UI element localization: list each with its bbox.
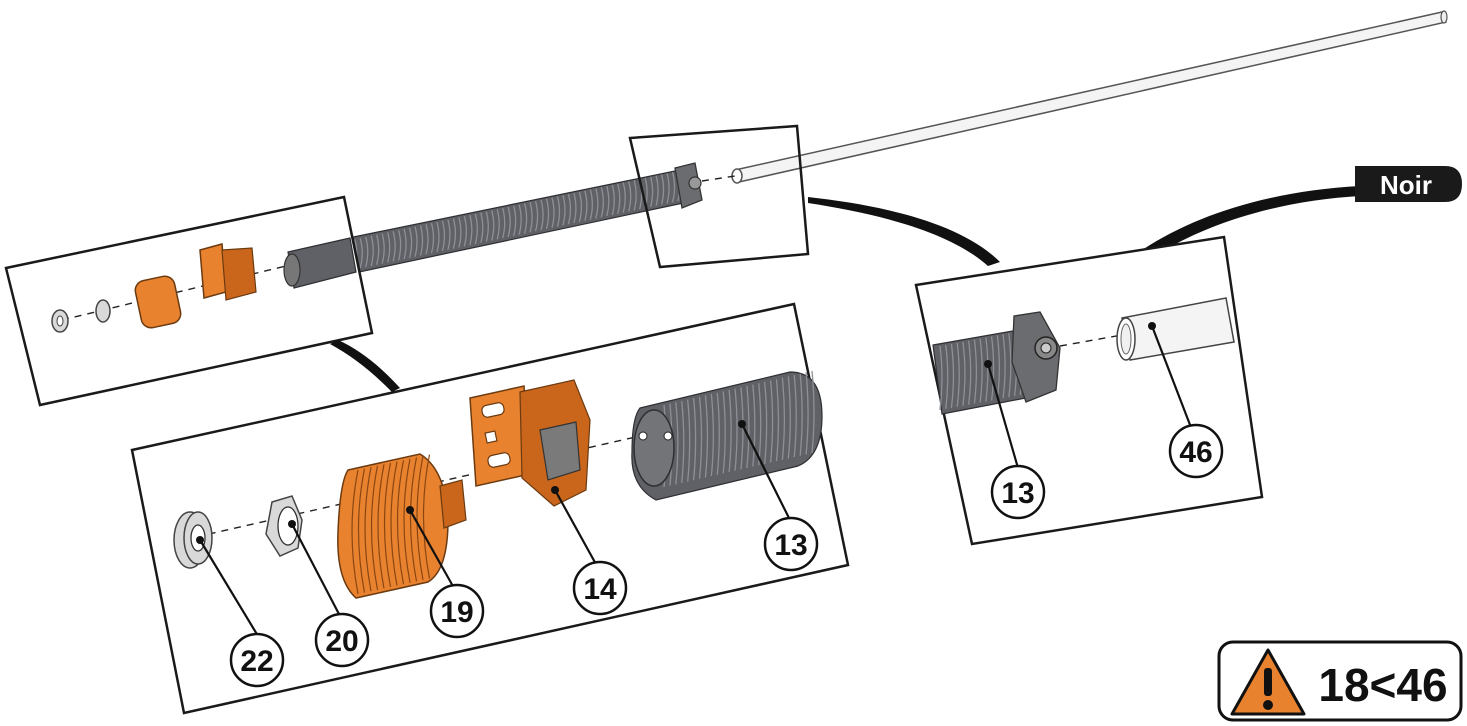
svg-text:20: 20 xyxy=(325,625,358,658)
svg-text:19: 19 xyxy=(440,596,473,629)
svg-text:46: 46 xyxy=(1179,436,1212,469)
detail-box-right xyxy=(914,235,1264,546)
overview-box-left xyxy=(4,195,374,407)
part-bracket xyxy=(469,379,591,507)
svg-text:18<46: 18<46 xyxy=(1318,659,1447,711)
callout-13-left: 13 xyxy=(763,516,819,572)
svg-text:13: 13 xyxy=(774,529,807,562)
callout-19: 19 xyxy=(429,583,485,639)
torsion-shaft xyxy=(731,10,1448,184)
detail-box-main xyxy=(130,302,850,715)
zoom-connector-left xyxy=(330,340,400,392)
warning-triangle-icon xyxy=(1230,648,1306,716)
magnifier-box-top xyxy=(628,124,810,269)
part-drum xyxy=(337,453,467,599)
color-tag: Noir xyxy=(1355,166,1462,202)
callout-20: 20 xyxy=(314,612,370,668)
svg-text:22: 22 xyxy=(240,645,273,678)
leader-lines xyxy=(196,322,1194,637)
zoom-connector-right xyxy=(808,197,1000,266)
callout-14: 14 xyxy=(572,560,628,616)
color-tag-leader xyxy=(1055,186,1360,346)
svg-text:14: 14 xyxy=(583,573,617,606)
callout-22: 22 xyxy=(229,632,285,688)
svg-text:Noir: Noir xyxy=(1380,170,1432,200)
part-nut xyxy=(265,495,303,557)
part-bearing xyxy=(173,511,213,569)
part-spring xyxy=(631,370,823,501)
callout-13-right: 13 xyxy=(990,464,1046,520)
warning-badge: 18<46 xyxy=(1217,640,1463,722)
callout-46: 46 xyxy=(1168,423,1224,479)
svg-text:13: 13 xyxy=(1001,477,1034,510)
